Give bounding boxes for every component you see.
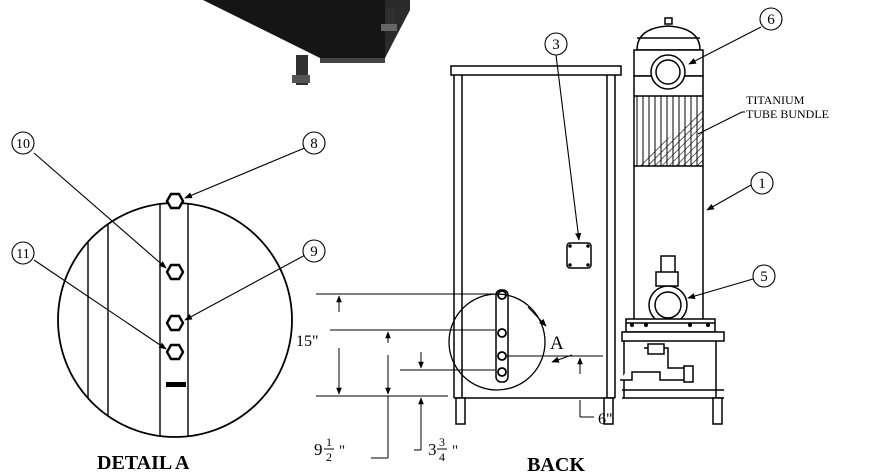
- svg-text:9: 9: [310, 244, 318, 260]
- dim-15: 15": [296, 333, 319, 350]
- svg-text:TUBE BUNDLE: TUBE BUNDLE: [746, 107, 829, 121]
- dim-3-3-4: 3 3 4 ": [428, 435, 458, 464]
- svg-text:6: 6: [767, 12, 775, 28]
- detail-a-title: DETAIL A: [97, 452, 190, 474]
- callout-1: 1: [750, 171, 774, 195]
- hex-fitting-9: [165, 314, 185, 332]
- svg-text:3: 3: [439, 435, 445, 449]
- svg-text:TITANIUM: TITANIUM: [746, 93, 805, 107]
- svg-text:1: 1: [758, 176, 766, 192]
- svg-text:": ": [339, 443, 345, 459]
- svg-text:4: 4: [439, 450, 445, 464]
- svg-text:11: 11: [16, 247, 29, 262]
- dim-6: 6": [598, 411, 613, 428]
- hex-fitting-11: [165, 343, 185, 361]
- callout-3: 3: [544, 32, 568, 56]
- svg-text:2: 2: [326, 450, 332, 464]
- hex-fitting-10: [165, 263, 185, 281]
- back-view: [448, 65, 622, 425]
- svg-text:3: 3: [552, 37, 560, 53]
- svg-text:A: A: [550, 333, 564, 354]
- svg-text:3: 3: [428, 440, 437, 459]
- callout-10: 10: [11, 131, 35, 155]
- section-a-marker: A: [527, 306, 573, 363]
- hex-fitting-8: [165, 192, 185, 210]
- svg-text:10: 10: [16, 137, 30, 152]
- callout-8: 8: [302, 131, 326, 155]
- callout-6: 6: [759, 7, 783, 31]
- callout-5: 5: [752, 264, 776, 288]
- heat-exchanger-vessel: [620, 17, 725, 425]
- dimension-lines: [316, 293, 603, 459]
- iso-cabinet-view: [203, 0, 410, 85]
- electrical-box: [566, 242, 592, 269]
- callout-11: 11: [11, 241, 35, 265]
- svg-text:5: 5: [760, 269, 768, 285]
- svg-text:8: 8: [310, 136, 318, 152]
- detail-a-view: 8 10 9 11 DETAIL A: [11, 131, 326, 474]
- titanium-tube-bundle-label: TITANIUM TUBE BUNDLE: [746, 93, 829, 121]
- dimension-labels: 15" 6" 9 1 2 " 3 3 4 ": [296, 333, 613, 464]
- dim-9-1-2: 9 1 2 ": [314, 435, 345, 464]
- svg-text:9: 9: [314, 440, 323, 459]
- svg-text:": ": [452, 443, 458, 459]
- svg-text:1: 1: [326, 435, 332, 449]
- back-title: BACK: [527, 454, 585, 474]
- callout-9: 9: [302, 239, 326, 263]
